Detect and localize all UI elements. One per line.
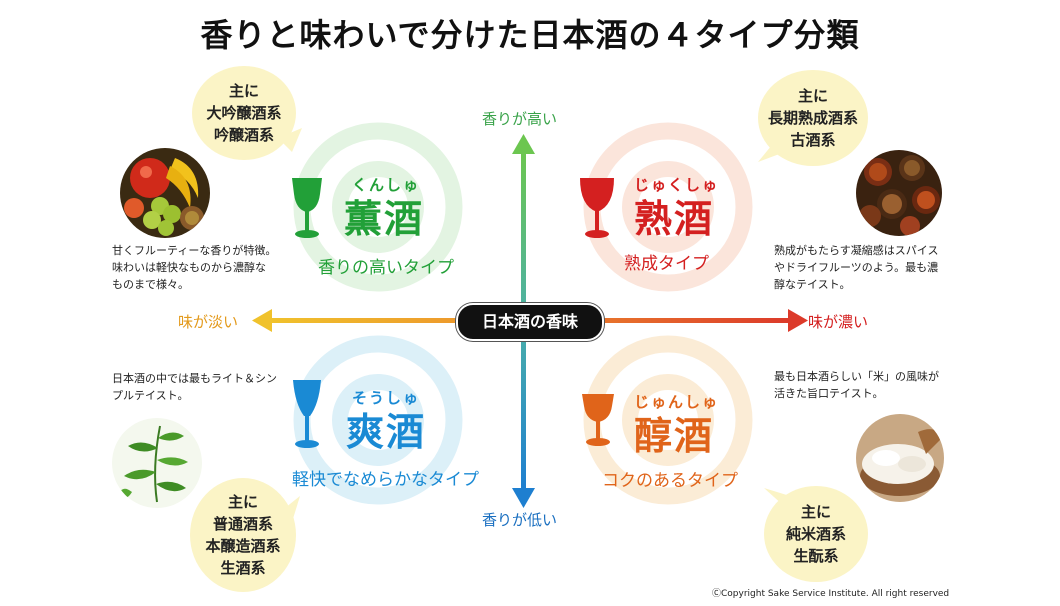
type-furigana-junshu: じゅんしゅ xyxy=(634,393,720,411)
bubble-line: 普通酒系 xyxy=(212,515,273,533)
description-line: 活きた旨口テイスト。 xyxy=(774,387,884,400)
axis-label-right: 味が濃い xyxy=(808,313,869,331)
description-line: プルテイスト。 xyxy=(112,389,189,402)
type-subtitle-soushu: 軽快でなめらかなタイプ xyxy=(292,470,479,490)
wine-glass-icon xyxy=(582,394,614,446)
bubble-line: 長期熟成酒系 xyxy=(767,109,858,127)
bubble-line: 主に xyxy=(797,87,828,105)
type-furigana-soushu: そうしゅ xyxy=(352,389,421,407)
description-line: 熟成がもたらす凝縮感はスパイス xyxy=(774,244,939,257)
bubble-soushu: 主に 普通酒系 本醸造酒系 生酒系 xyxy=(190,478,296,592)
bubble-line: 純米酒系 xyxy=(785,525,846,543)
page-title: 香りと味わいで分けた日本酒の４タイプ分類 xyxy=(200,16,860,54)
herb-leaves-icon xyxy=(112,418,202,508)
type-subtitle-jukushu: 熟成タイプ xyxy=(624,254,709,274)
description-kunshu: 甘くフルーティーな香りが特徴。 味わいは軽快なものから濃醇な ものまで様々。 xyxy=(112,242,276,293)
description-line: 甘くフルーティーな香りが特徴。 xyxy=(112,244,277,257)
type-furigana-jukushu: じゅくしゅ xyxy=(634,176,720,194)
description-line: やドライフルーツのよう。最も濃 xyxy=(774,261,939,274)
ring-soushu xyxy=(293,335,463,505)
bubble-line: 生酛系 xyxy=(793,547,839,565)
wine-glass-icon xyxy=(292,178,322,238)
bubble-kunshu: 主に 大吟醸酒系 吟醸酒系 xyxy=(192,66,296,160)
description-line: 最も日本酒らしい「米」の風味が xyxy=(774,370,939,383)
type-subtitle-junshu: コクのあるタイプ xyxy=(602,471,738,491)
type-furigana-kunshu: くんしゅ xyxy=(352,176,421,194)
type-name-kunshu: 薫酒 xyxy=(344,197,425,241)
bubble-line: 主に xyxy=(228,82,259,100)
description-soushu: 日本酒の中では最もライト＆シン プルテイスト。 xyxy=(112,370,277,404)
axis-label-bottom: 香りが低い xyxy=(482,511,558,529)
type-name-jukushu: 熟酒 xyxy=(634,197,715,241)
axis-label-left: 味が淡い xyxy=(178,313,239,331)
bubble-tail-kunshu xyxy=(278,128,302,152)
fruit-basket-icon xyxy=(120,148,210,238)
center-label: 日本酒の香味 xyxy=(456,303,604,341)
bubble-line: 古酒系 xyxy=(790,131,836,149)
wine-glass-icon xyxy=(580,178,614,238)
spice-jars-icon xyxy=(856,150,942,236)
bubble-line: 本醸造酒系 xyxy=(205,537,281,555)
rice-bowl-icon xyxy=(856,414,944,502)
type-name-soushu: 爽酒 xyxy=(346,410,427,454)
description-line: 醇なテイスト。 xyxy=(774,278,851,291)
description-junshu: 最も日本酒らしい「米」の風味が 活きた旨口テイスト。 xyxy=(774,368,939,402)
description-jukushu: 熟成がもたらす凝縮感はスパイス やドライフルーツのよう。最も濃 醇なテイスト。 xyxy=(774,242,938,293)
bubble-line: 生酒系 xyxy=(220,559,266,577)
description-line: 日本酒の中では最もライト＆シン xyxy=(112,372,277,385)
type-subtitle-kunshu: 香りの高いタイプ xyxy=(318,258,454,278)
description-line: 味わいは軽快なものから濃醇な xyxy=(112,261,266,274)
bubble-line: 大吟醸酒系 xyxy=(206,104,282,122)
wine-glass-icon xyxy=(293,380,321,448)
bubble-line: 主に xyxy=(800,503,831,521)
description-line: ものまで様々。 xyxy=(112,278,189,291)
bubble-line: 吟醸酒系 xyxy=(213,126,274,144)
type-name-junshu: 醇酒 xyxy=(634,414,715,458)
ring-junshu xyxy=(583,335,753,505)
axis-label-top: 香りが高い xyxy=(482,110,558,128)
bubble-jukushu: 主に 長期熟成酒系 古酒系 xyxy=(758,70,868,166)
bubble-junshu: 主に 純米酒系 生酛系 xyxy=(764,486,868,582)
bubble-line: 主に xyxy=(227,493,258,511)
copyright-text: ⒸCopyright Sake Service Institute. All r… xyxy=(712,589,950,599)
